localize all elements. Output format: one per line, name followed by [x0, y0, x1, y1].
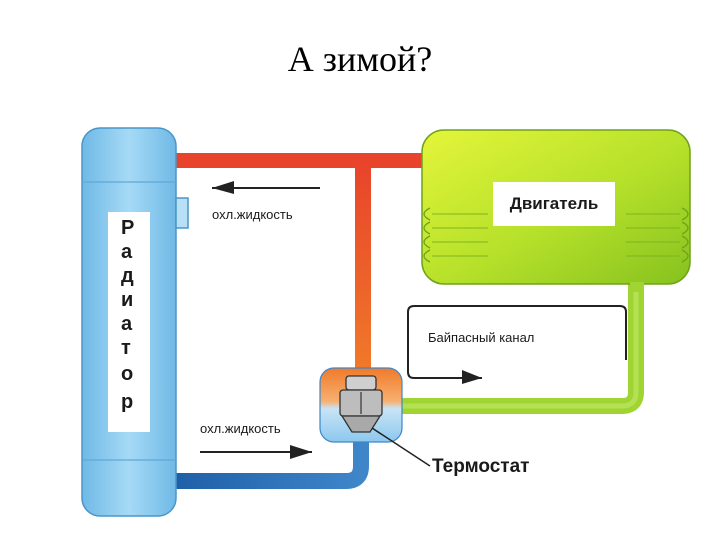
coolant-top-label: охл.жидкость	[212, 207, 293, 222]
thermostat-label: Термостат	[432, 456, 530, 477]
bypass-label: Байпасный канал	[428, 330, 534, 345]
bypass-channel-outline	[407, 305, 627, 368]
coolant-bottom-arrow-head	[290, 445, 312, 459]
radiator-letter: и	[121, 289, 133, 311]
coolant-top-arrow-head	[212, 181, 234, 194]
cold-pipe	[176, 440, 369, 489]
radiator-label: Р а д и а т о р	[121, 217, 134, 413]
bypass-arrow-head	[462, 370, 482, 384]
radiator-cap	[175, 197, 189, 229]
radiator-letter: д	[121, 265, 134, 287]
radiator-letter: т	[121, 337, 131, 359]
thermostat	[319, 367, 403, 443]
radiator-letter: Р	[121, 217, 134, 239]
coolant-bottom-label: охл.жидкость	[200, 421, 281, 436]
engine-label-box	[493, 182, 615, 226]
engine	[421, 129, 691, 292]
radiator-letter: а	[121, 241, 133, 263]
radiator	[81, 127, 189, 517]
radiator-letter: а	[121, 313, 133, 335]
engine-label: Двигатель	[510, 194, 599, 213]
thermostat-pointer	[371, 427, 431, 467]
hot-pipe-vertical	[355, 164, 371, 374]
radiator-letter: р	[121, 391, 133, 413]
hot-pipe-top	[176, 153, 432, 168]
radiator-letter: о	[121, 363, 133, 385]
slide-title: А зимой?	[287, 39, 433, 79]
bypass-arrow	[407, 368, 482, 379]
